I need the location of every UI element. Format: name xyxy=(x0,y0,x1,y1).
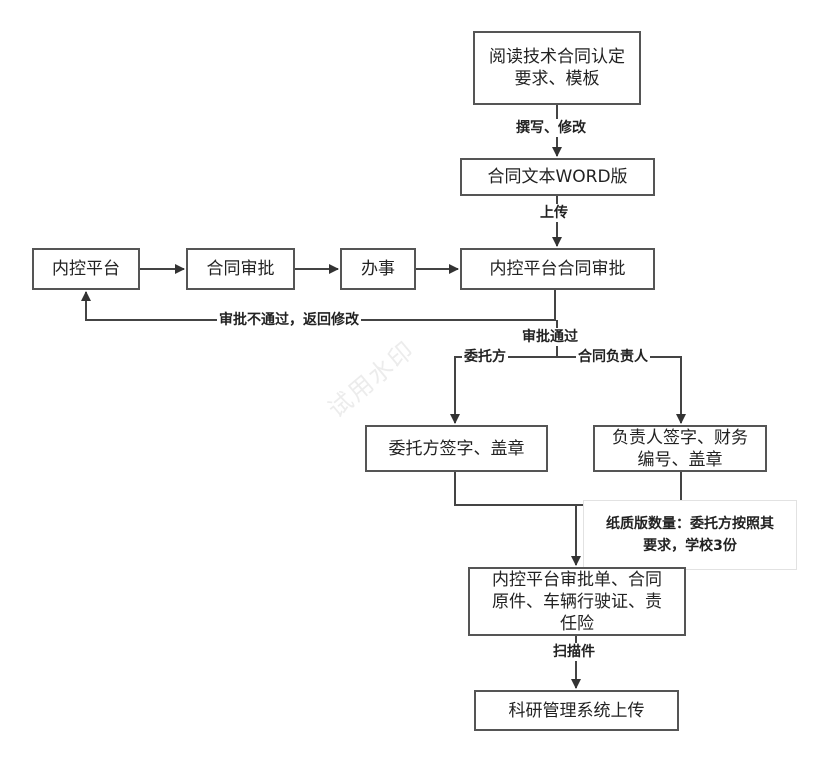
edge-branch-owner xyxy=(557,356,686,424)
edge-label-write-modify: 撰写、修改 xyxy=(514,119,588,137)
node-contract-word[interactable]: 合同文本WORD版 xyxy=(460,158,655,196)
node-label: 内控平台合同审批 xyxy=(489,259,626,279)
node-platform-approval[interactable]: 内控平台合同审批 xyxy=(460,248,655,290)
paper-copies-note: 纸质版数量：委托方按照其要求，学校3份 xyxy=(583,500,797,570)
node-label: 负责人签字、财务编号、盖章 xyxy=(612,427,748,470)
node-label: 合同文本WORD版 xyxy=(487,167,628,187)
note-text: 纸质版数量：委托方按照其要求，学校3份 xyxy=(606,516,774,554)
edge-label-client: 委托方 xyxy=(462,348,508,366)
node-upload-system[interactable]: 科研管理系统上传 xyxy=(474,690,679,731)
edge-merge xyxy=(454,472,682,506)
node-label: 办事 xyxy=(361,259,395,279)
edge-label-contract-owner: 合同负责人 xyxy=(576,348,650,366)
node-label: 内控平台 xyxy=(52,259,120,279)
edge-label-scanned: 扫描件 xyxy=(551,643,597,661)
node-label: 委托方签字、盖章 xyxy=(388,438,525,459)
node-label: 合同审批 xyxy=(206,259,275,279)
edge-label-upload: 上传 xyxy=(538,204,570,222)
node-label: 内控平台审批单、合同原件、车辆行驶证、责任险 xyxy=(492,569,662,634)
node-label: 阅读技术合同认定要求、模板 xyxy=(489,47,625,89)
node-scan-documents[interactable]: 内控平台审批单、合同原件、车辆行驶证、责任险 xyxy=(468,567,686,636)
node-internal-platform[interactable]: 内控平台 xyxy=(32,248,140,290)
node-read-requirements[interactable]: 阅读技术合同认定要求、模板 xyxy=(473,31,641,105)
edge-branch-client xyxy=(450,356,557,424)
node-client-sign[interactable]: 委托方签字、盖章 xyxy=(365,425,548,472)
node-contract-approval[interactable]: 合同审批 xyxy=(186,248,295,290)
node-label: 科研管理系统上传 xyxy=(508,700,645,721)
edge-label-rejected-return: 审批不通过，返回修改 xyxy=(217,311,361,329)
node-handle-affairs[interactable]: 办事 xyxy=(340,248,416,290)
edge-label-approved: 审批通过 xyxy=(520,328,580,346)
node-owner-sign[interactable]: 负责人签字、财务编号、盖章 xyxy=(593,425,767,472)
